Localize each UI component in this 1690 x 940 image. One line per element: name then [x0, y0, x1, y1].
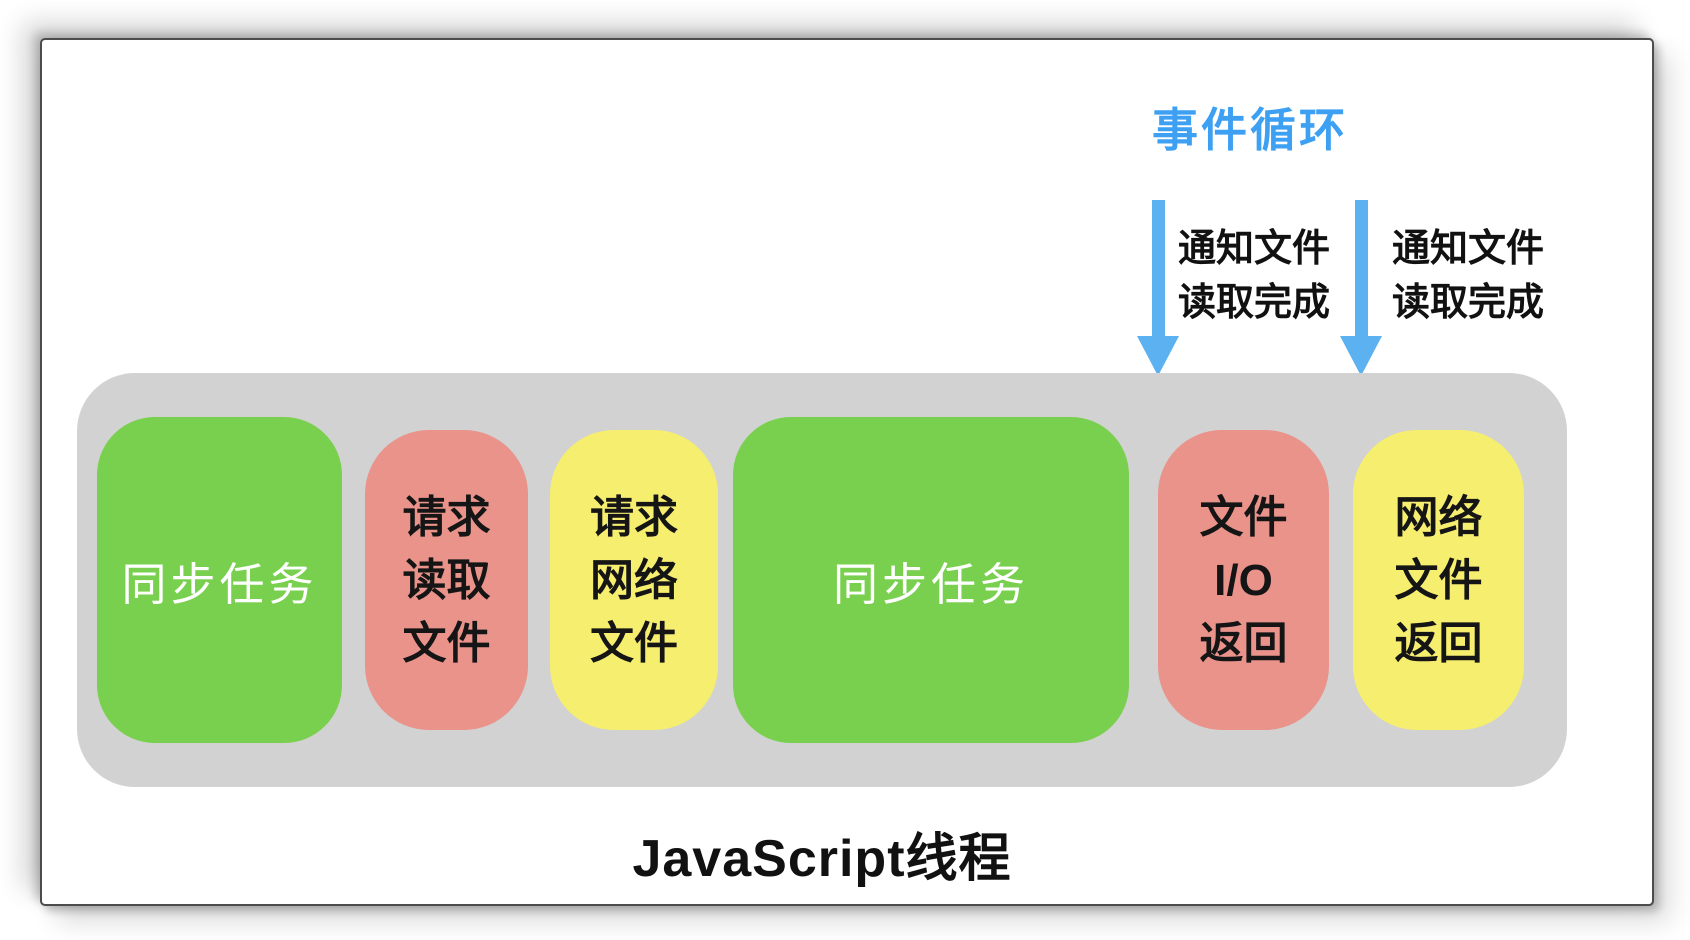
arrow-label-line: 读取完成	[1178, 282, 1331, 324]
arrow-label: 通知文件 读取完成	[1392, 222, 1562, 330]
task-block-label-line: 请求	[402, 492, 491, 542]
arrow-label: 通知文件 读取完成	[1178, 222, 1348, 330]
arrow-label-line: 通知文件	[1392, 228, 1545, 270]
task-block-label-line: 网络	[1394, 492, 1483, 542]
task-block-request-network-file: 请求 网络 文件	[550, 430, 718, 730]
task-block-sync-task-1: 同步任务	[97, 417, 342, 743]
arrow-down-icon	[1152, 200, 1165, 338]
task-block-label-line: 文件	[1394, 555, 1483, 605]
task-block-label: 同步任务	[121, 558, 318, 610]
task-block-label-line: 网络	[590, 555, 678, 605]
arrow-label-line: 通知文件	[1178, 228, 1331, 270]
task-block-label-line: 返回	[1394, 618, 1483, 668]
task-block-label-line: 文件	[402, 618, 491, 668]
event-loop-title: 事件循环	[1152, 104, 1348, 156]
task-block-label-line: I/O	[1214, 555, 1273, 605]
task-block-network-file-return: 网络 文件 返回	[1353, 430, 1524, 730]
task-block-label-line: 返回	[1199, 618, 1288, 668]
arrow-down-icon	[1340, 336, 1382, 376]
arrow-down-icon	[1355, 200, 1368, 338]
arrow-down-icon	[1137, 336, 1179, 376]
task-block-label-line: 文件	[1199, 492, 1288, 542]
arrow-label-line: 读取完成	[1392, 282, 1545, 324]
task-block-label-line: 读取	[402, 555, 491, 605]
task-block-file-io-return: 文件 I/O 返回	[1158, 430, 1329, 730]
js-thread-label: JavaScript线程	[632, 830, 1012, 888]
task-block-sync-task-2: 同步任务	[733, 417, 1129, 743]
task-block-label-line: 请求	[590, 492, 678, 542]
task-block-request-read-file: 请求 读取 文件	[365, 430, 528, 730]
task-block-label: 同步任务	[832, 558, 1029, 610]
task-block-label-line: 文件	[590, 618, 678, 668]
